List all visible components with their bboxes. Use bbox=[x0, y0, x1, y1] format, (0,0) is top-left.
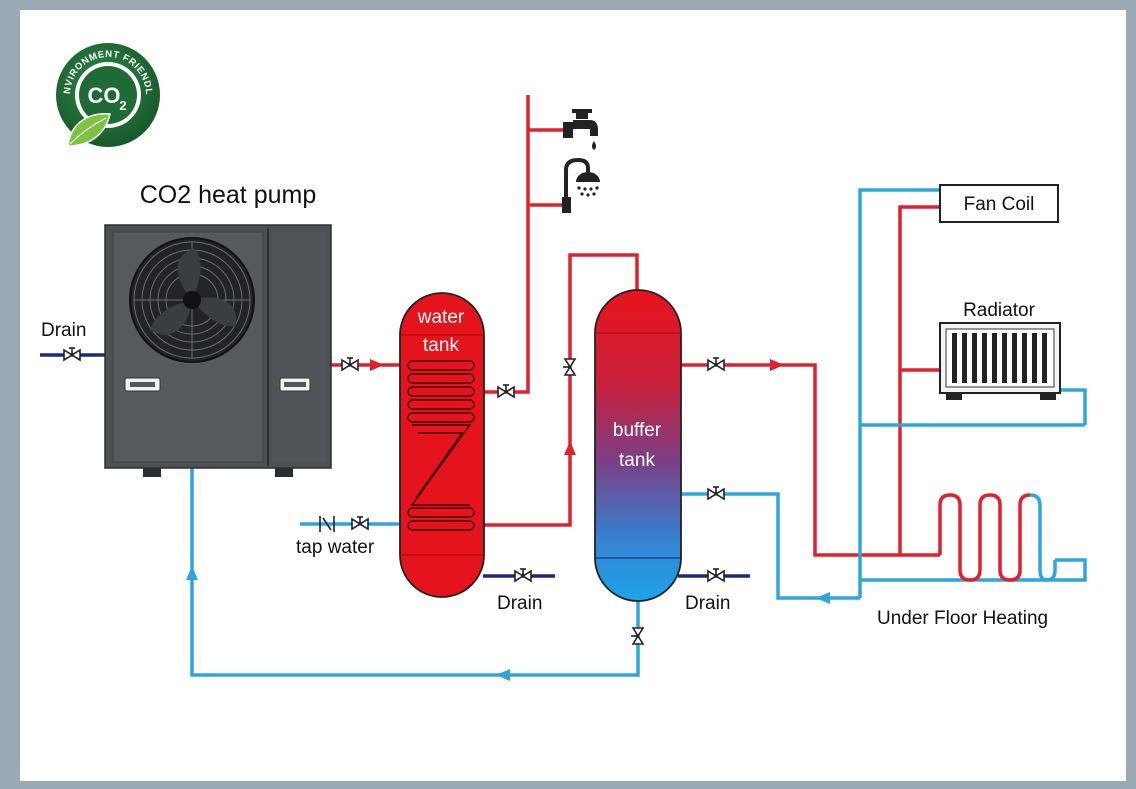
valve-icon bbox=[63, 347, 81, 361]
water-tank bbox=[399, 292, 485, 598]
badge-co2-text: CO bbox=[88, 83, 121, 108]
badge-co2-subscript: 2 bbox=[119, 98, 126, 113]
radiator-unit bbox=[939, 322, 1061, 400]
diagram-frame: water tank buffer tank bbox=[20, 10, 1126, 781]
tap-water-label: tap water bbox=[296, 537, 375, 558]
valve-icon bbox=[707, 357, 725, 371]
fan-coil-box bbox=[939, 184, 1059, 223]
co2-heat-pump-unit bbox=[104, 224, 332, 477]
drain-label-buffer-tank: Drain bbox=[685, 593, 730, 614]
water-tank-label-line2: tank bbox=[423, 335, 459, 356]
valve-icon bbox=[707, 568, 725, 582]
radiator-label: Radiator bbox=[963, 300, 1035, 321]
flow-arrow-icon bbox=[564, 441, 576, 455]
valve-icon bbox=[341, 357, 359, 371]
buffer-hot-out-pipe bbox=[680, 363, 900, 557]
valve-icon bbox=[562, 358, 576, 376]
heat-pump-diagram: water tank buffer tank bbox=[20, 10, 1087, 681]
under-floor-heating-label: Under Floor Heating bbox=[877, 608, 1048, 629]
coil-to-buffer-pipe bbox=[480, 253, 639, 527]
valve-icon bbox=[630, 627, 644, 645]
buffer-tank-label-line1: buffer bbox=[613, 420, 662, 441]
diagram-title: CO2 heat pump bbox=[140, 181, 317, 209]
flow-arrow-icon bbox=[496, 669, 510, 681]
drain-label-water-tank: Drain bbox=[497, 593, 542, 614]
environment-friendly-badge: ENVIRONMENT FRIENDLY CO 2 bbox=[20, 10, 160, 147]
check-valve-icon bbox=[319, 516, 335, 532]
buffer-tank bbox=[594, 289, 682, 602]
tap-icon bbox=[563, 109, 598, 150]
under-floor-heating-coil bbox=[938, 493, 1031, 582]
valve-icon bbox=[351, 516, 369, 530]
shower-icon bbox=[562, 157, 600, 213]
buffer-return-pipe bbox=[680, 492, 860, 600]
fan-coil-label: Fan Coil bbox=[964, 194, 1035, 215]
flow-arrow-icon bbox=[816, 592, 830, 604]
valve-icon bbox=[707, 486, 725, 500]
domestic-hot-water-pipe bbox=[485, 95, 530, 394]
flow-arrow-icon bbox=[370, 359, 384, 371]
valve-icon bbox=[497, 384, 515, 398]
buffer-tank-label-line2: tank bbox=[619, 450, 655, 471]
drain-label-left: Drain bbox=[41, 320, 86, 341]
fan-icon bbox=[129, 237, 255, 363]
flow-arrow-icon bbox=[186, 566, 198, 580]
valve-icon bbox=[514, 568, 532, 582]
heating-riser-pipe bbox=[898, 205, 940, 555]
water-tank-label-line1: water bbox=[417, 307, 465, 328]
flow-arrow-icon bbox=[770, 359, 784, 371]
leaf-icon bbox=[67, 113, 111, 147]
